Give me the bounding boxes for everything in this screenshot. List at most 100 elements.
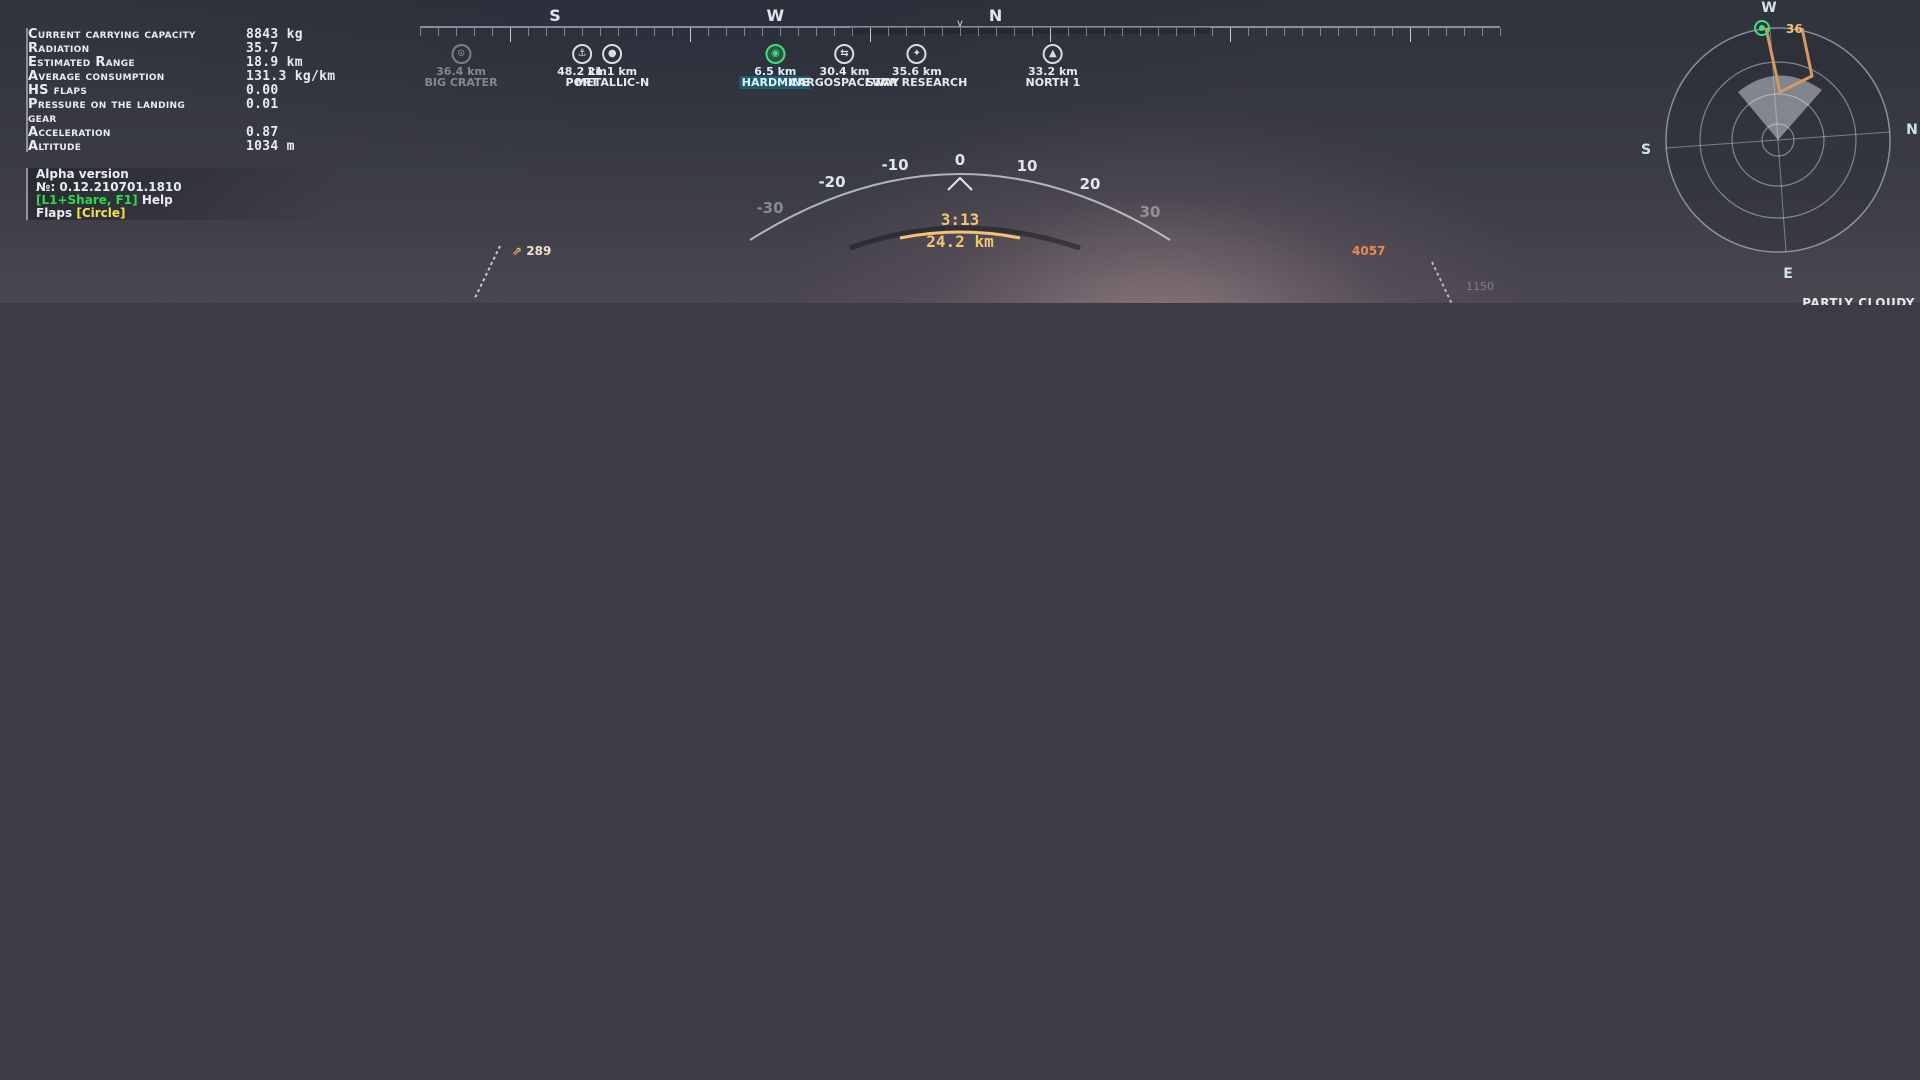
compass-tick: [420, 28, 421, 36]
compass-tick: [942, 28, 943, 36]
compass-tick: [1068, 28, 1069, 36]
compass-tick: [564, 28, 565, 36]
version-background: [28, 168, 338, 220]
waypoint-icon: ●: [602, 44, 623, 64]
speed-value: 289: [526, 244, 552, 258]
stat-value: 0.01: [246, 97, 279, 112]
compass-tick: [762, 28, 763, 36]
compass-tick: [816, 28, 817, 36]
pitch-label: 30: [1139, 203, 1161, 221]
stat-row: gear: [28, 112, 348, 126]
compass-tick: [996, 28, 997, 36]
speed-readout: ⇗ 289: [512, 244, 551, 258]
compass-tick: [528, 28, 529, 36]
compass-tick: [1428, 28, 1429, 36]
version-title: Alpha version: [36, 167, 129, 181]
compass-tick: [744, 28, 745, 36]
compass-cardinal-n: N: [988, 6, 1003, 25]
pitch-label: 0: [954, 151, 966, 169]
compass-tick: [960, 28, 961, 36]
radar-south-label: S: [1640, 142, 1652, 158]
stat-label: gear: [28, 111, 57, 126]
compass-tick: [690, 28, 691, 42]
waypoint-icon: ◉: [765, 44, 786, 64]
unrendered-area: [0, 303, 1920, 1080]
waypoint-distance: 35.6 km: [891, 65, 942, 78]
stat-label: Radiation: [28, 41, 90, 56]
waypoint-distance: 33.2 km: [1027, 65, 1078, 78]
version-panel: Alpha version №: 0.12.210701.1810 [L1+Sh…: [26, 167, 338, 220]
waypoint-distance: 21.1 km: [587, 65, 638, 78]
compass-highlight: [850, 27, 1210, 34]
compass-tick: [1266, 28, 1267, 36]
radar-svg: [1665, 27, 1891, 253]
pitch-label: -30: [756, 199, 784, 217]
radar-minimap: [1640, 0, 1920, 290]
compass-tick: [888, 28, 889, 36]
help-keys: [L1+Share, F1]: [36, 193, 138, 207]
altitude-small-readout: 1150: [1466, 280, 1494, 293]
pitch-shadow-arc: [849, 225, 1081, 251]
stat-label: HS flaps: [28, 83, 88, 98]
compass-tick: [510, 28, 511, 42]
waypoint-icon: ▲: [1042, 44, 1063, 64]
version-number: №: 0.12.210701.1810: [36, 180, 182, 194]
compass-tick: [978, 28, 979, 36]
compass-tick: [906, 28, 907, 36]
pitch-label: -10: [881, 156, 909, 174]
sky-view: [0, 0, 1920, 303]
compass-tick: [708, 28, 709, 36]
compass-tick: [456, 28, 457, 36]
compass-tick: [1356, 28, 1357, 36]
stat-value: 8843 kg: [246, 27, 303, 42]
compass-tick: [636, 28, 637, 36]
stat-value: 131.3 kg/km: [246, 69, 336, 84]
compass-tick: [618, 28, 619, 36]
waypoint-distance: 30.4 km: [819, 65, 870, 78]
compass-tick: [1338, 28, 1339, 36]
stat-label: Acceleration: [28, 125, 111, 140]
compass-tick: [780, 28, 781, 36]
stat-value: 1034 m: [246, 139, 295, 154]
compass-tick: [1320, 28, 1321, 36]
pitch-label: -20: [818, 173, 846, 191]
waypoint-name: CARGOSPACEWAY: [789, 76, 900, 89]
stat-row: Current carrying capacity 8843 kg: [28, 28, 348, 42]
waypoint-distance: 36.4 km: [436, 65, 486, 78]
compass-tick: [1302, 28, 1303, 36]
waypoint-name: PORT: [565, 76, 599, 89]
target-distance: 24.2 km: [926, 232, 994, 251]
stats-divider: [26, 28, 28, 152]
pitch-label: 20: [1079, 175, 1101, 193]
flaps-hint: Flaps [Circle]: [28, 207, 328, 220]
compass-tick: [1086, 28, 1087, 36]
compass-tick: [474, 28, 475, 36]
pitch-label: 10: [1016, 157, 1038, 175]
eta-timer: 3:13: [940, 210, 980, 229]
compass-tick: [546, 28, 547, 36]
waypoint-name: HARDMINE: [739, 76, 811, 89]
compass-tick: [1158, 28, 1159, 36]
stat-label: Current carrying capacity: [28, 27, 196, 42]
pitch-arc: [749, 173, 1171, 241]
compass-tick: [1284, 28, 1285, 36]
stat-value: 0.87: [246, 125, 279, 140]
waypoint-name: BIG CRATER: [424, 76, 498, 89]
version-divider: [26, 168, 28, 220]
pitch-arc-svg: [749, 173, 1171, 251]
compass-tick: [1194, 28, 1195, 36]
help-hint: [L1+Share, F1] Help: [28, 194, 328, 207]
compass-tick: [1446, 28, 1447, 36]
stat-value: 0.00: [246, 83, 279, 98]
